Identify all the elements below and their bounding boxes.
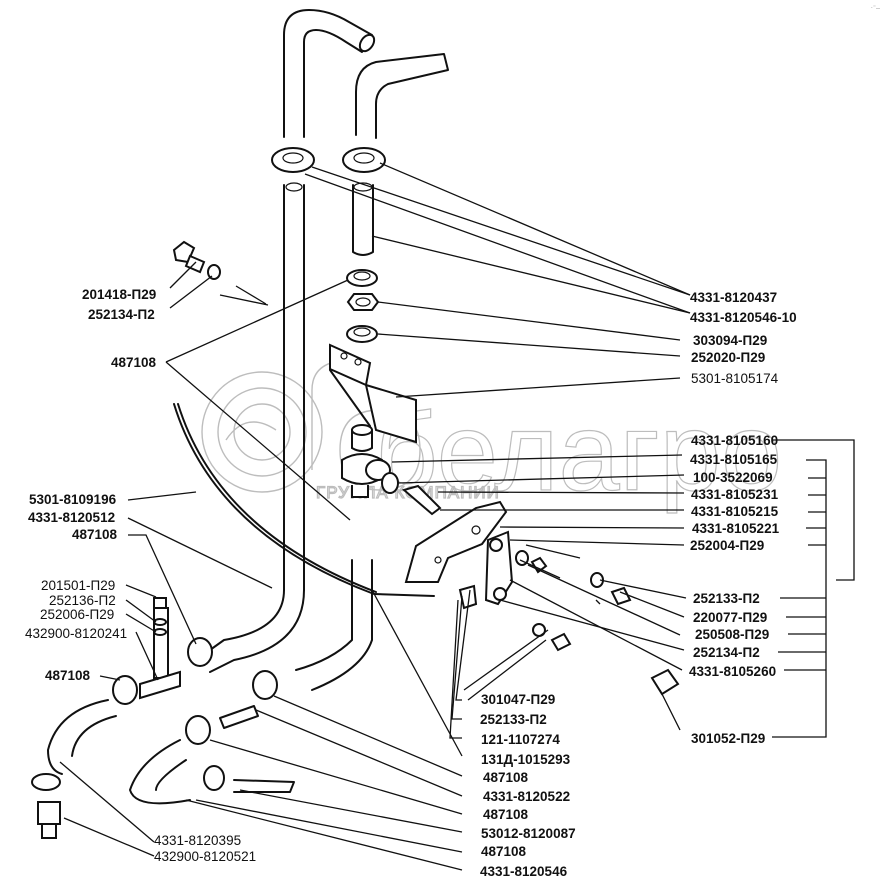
upper-left-hose xyxy=(283,9,376,138)
lower-left-hose xyxy=(47,589,305,775)
part-label: 487108 xyxy=(483,770,529,785)
lower-right-hose xyxy=(129,559,373,805)
part-label: 121-1107274 xyxy=(481,732,560,747)
part-label: 4331-8105231 xyxy=(691,487,779,502)
part-label: 250508-П29 xyxy=(695,627,770,642)
part-label: 5301-8105174 xyxy=(691,371,779,386)
bracket xyxy=(329,343,417,444)
part-label: 4331-8105165 xyxy=(690,452,778,467)
gasket xyxy=(381,472,399,494)
nut xyxy=(346,293,380,311)
part-label: 4331-8120437 xyxy=(690,290,778,305)
lever-plate xyxy=(404,500,508,583)
part-label: 301052-П29 xyxy=(691,731,766,746)
part-label: 432900-8120241 xyxy=(25,626,128,641)
part-label: 4331-8120546-10 xyxy=(690,310,797,325)
part-label: 4331-8105215 xyxy=(691,504,779,519)
part-label: 100-3522069 xyxy=(693,470,773,485)
cable xyxy=(173,403,435,597)
part-label: 252136-П2 xyxy=(49,593,116,608)
hose-clamps-lower xyxy=(31,637,278,791)
part-label: 432900-8120521 xyxy=(154,849,257,864)
part-label: 487108 xyxy=(481,844,527,859)
part-label: 252006-П29 xyxy=(40,607,115,622)
part-label: 252133-П2 xyxy=(693,591,760,606)
part-label: 4331-8105260 xyxy=(689,664,777,679)
bolt-201418 xyxy=(172,240,221,280)
part-label: 252020-П29 xyxy=(691,350,766,365)
adapter-432900-8120521 xyxy=(37,801,61,839)
part-label: 5301-8109196 xyxy=(29,492,117,507)
part-label: 201418-П29 xyxy=(82,287,157,302)
part-label: 4331-8120522 xyxy=(483,789,571,804)
part-label: 220077-П29 xyxy=(693,610,768,625)
fitting-bolt xyxy=(401,484,442,516)
part-label: 487108 xyxy=(72,527,118,542)
left-vertical-pipe xyxy=(283,182,305,591)
part-label: 487108 xyxy=(111,355,157,370)
part-label: 4331-8120546 xyxy=(480,864,568,879)
part-label: 252133-П2 xyxy=(480,712,547,727)
upper-right-hose xyxy=(355,53,449,139)
part-label: 487108 xyxy=(483,807,529,822)
part-label: 4331-8105160 xyxy=(691,433,779,448)
part-label: 301047-П29 xyxy=(481,692,556,707)
part-label: 252134-П2 xyxy=(88,307,155,322)
hose-clamp-upper xyxy=(346,269,378,287)
lever xyxy=(484,530,514,606)
part-label: 4331-8120512 xyxy=(28,510,116,525)
part-label: 53012-8120087 xyxy=(481,826,576,841)
part-label: 252134-П2 xyxy=(693,645,760,660)
part-label: 4331-8105221 xyxy=(692,521,780,536)
part-label: 201501-П29 xyxy=(41,578,116,593)
part-label: 303094-П29 xyxy=(693,333,768,348)
leader-lines xyxy=(59,162,855,871)
watermark-brand-text: белагро xyxy=(375,391,782,514)
part-label: 487108 xyxy=(45,668,91,683)
connector-pipe xyxy=(219,705,259,729)
grommets xyxy=(271,147,386,173)
part-label: 4331-8120395 xyxy=(154,833,242,848)
bolt-201501 xyxy=(153,597,167,636)
small-parts xyxy=(458,550,680,696)
washer xyxy=(346,325,378,343)
short-pipe xyxy=(352,182,374,256)
corner-mark: ·⁻‥ xyxy=(870,5,880,11)
part-label: 252004-П29 xyxy=(690,538,765,553)
pipe-53012 xyxy=(233,779,295,793)
part-label: 131Д-1015293 xyxy=(481,752,571,767)
